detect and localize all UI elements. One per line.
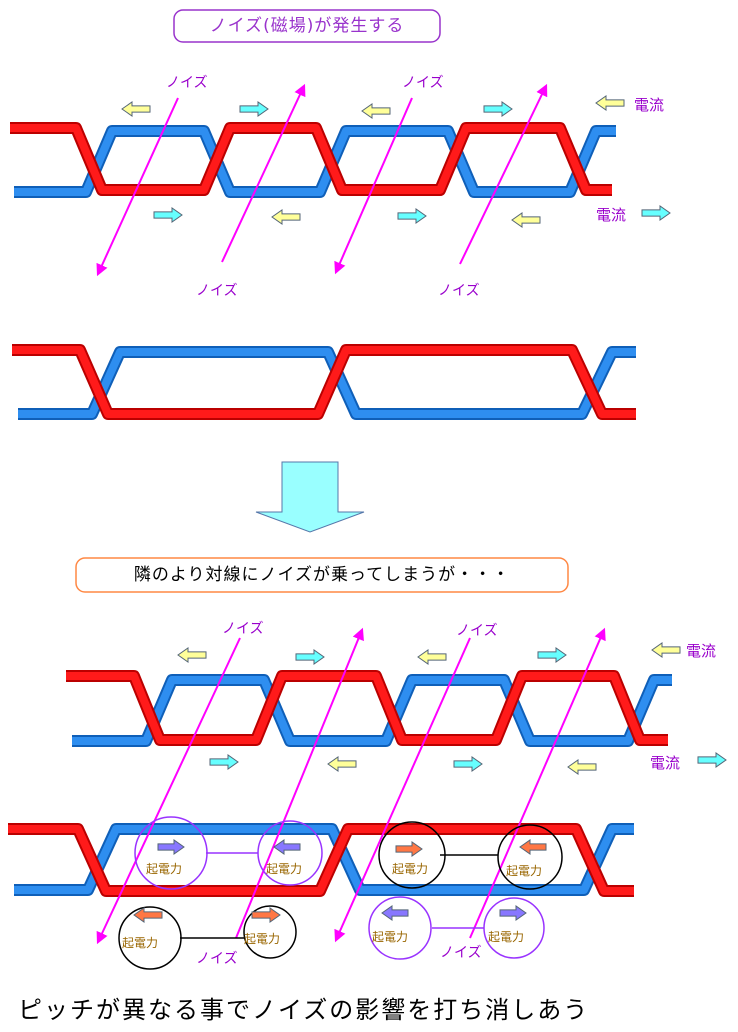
- arrow-right-icon: [153, 207, 183, 223]
- arrow-left-icon: [519, 839, 547, 855]
- current-label: 電流: [634, 96, 665, 114]
- emf-label: 起電力: [146, 862, 183, 876]
- arrow-left-icon: [595, 95, 625, 111]
- emf-circle: [118, 906, 182, 970]
- arrow-left-icon: [121, 101, 151, 117]
- noise-lines-1: [96, 83, 548, 277]
- emf-circle: [368, 896, 432, 960]
- emf-connectors: [180, 852, 498, 939]
- arrow-right-icon: [239, 101, 269, 117]
- arrow-right-icon: [697, 752, 727, 768]
- noise-label: ノイズ: [402, 75, 444, 91]
- noise-line: [334, 637, 471, 943]
- emf-circle: [497, 824, 563, 890]
- arrow-right-icon: [157, 839, 185, 855]
- current-arrows-3: [177, 642, 727, 775]
- noise-line: [459, 83, 548, 265]
- noise-label: ノイズ: [438, 283, 480, 299]
- emf-label: 起電力: [372, 930, 409, 944]
- pair-2: [12, 344, 636, 420]
- noise-line: [96, 637, 241, 945]
- arrow-right-icon: [397, 208, 427, 224]
- arrow-right-icon: [537, 647, 567, 663]
- noise-line: [96, 97, 179, 277]
- current-label: 電流: [650, 754, 681, 772]
- arrow-left-icon: [511, 212, 541, 228]
- arrow-right-icon: [641, 205, 671, 221]
- arrow-right-icon: [395, 841, 423, 857]
- noise-lines-2: [96, 627, 606, 945]
- emf-label: 起電力: [122, 936, 159, 950]
- title-box: [173, 9, 441, 43]
- noise-label: ノイズ: [440, 945, 482, 961]
- noise-line: [235, 627, 364, 939]
- arrow-left-icon: [273, 839, 301, 855]
- arrow-left-icon: [417, 649, 447, 665]
- big-down-arrow: [255, 461, 365, 533]
- bottom-caption: ピッチが異なる事でノイズの影響を打ち消しあう: [18, 996, 590, 1024]
- emf-circle: [257, 820, 323, 886]
- noise-line: [469, 627, 606, 939]
- arrow-left-icon: [271, 209, 301, 225]
- emf-label: 起電力: [488, 930, 525, 944]
- pair-1: [10, 122, 616, 198]
- mid-caption-box: [75, 557, 569, 593]
- arrow-right-icon: [453, 756, 483, 772]
- pair-4: [8, 823, 634, 897]
- noise-label: ノイズ: [196, 283, 238, 299]
- arrow-right-icon: [209, 754, 239, 770]
- noise-label: ノイズ: [166, 75, 208, 91]
- emf-circle: [483, 897, 545, 959]
- emf-label: 起電力: [392, 862, 429, 876]
- current-label: 電流: [596, 206, 627, 224]
- arrow-right-icon: [251, 907, 281, 923]
- arrow-left-icon: [327, 756, 357, 772]
- mid-caption: 隣のより対線にノイズが乗ってしまうが・・・: [133, 565, 511, 585]
- arrow-right-icon: [483, 101, 513, 117]
- page-title: ノイズ(磁場)が発生する: [209, 16, 405, 36]
- pair-3: [66, 670, 672, 747]
- arrow-left-icon: [651, 642, 681, 658]
- noise-line: [334, 97, 413, 275]
- noise-label: ノイズ: [222, 621, 264, 637]
- arrow-right-icon: [295, 649, 325, 665]
- emf-circle: [243, 905, 297, 959]
- emf-label: 起電力: [244, 932, 281, 946]
- current-label: 電流: [686, 642, 717, 660]
- emf-circle: [378, 821, 446, 889]
- arrow-left-icon: [381, 905, 409, 921]
- arrow-left-icon: [133, 907, 163, 923]
- noise-line: [221, 83, 306, 263]
- arrow-left-icon: [177, 647, 207, 663]
- emf-label: 起電力: [266, 862, 303, 876]
- arrow-left-icon: [361, 103, 391, 119]
- emf-circle: [134, 816, 208, 890]
- noise-label: ノイズ: [196, 951, 238, 967]
- emf-label: 起電力: [506, 864, 543, 878]
- current-arrows-1: [121, 95, 671, 228]
- emf-circles: [118, 816, 563, 970]
- arrow-left-icon: [567, 759, 597, 775]
- arrow-right-icon: [499, 905, 527, 921]
- noise-label: ノイズ: [456, 623, 498, 639]
